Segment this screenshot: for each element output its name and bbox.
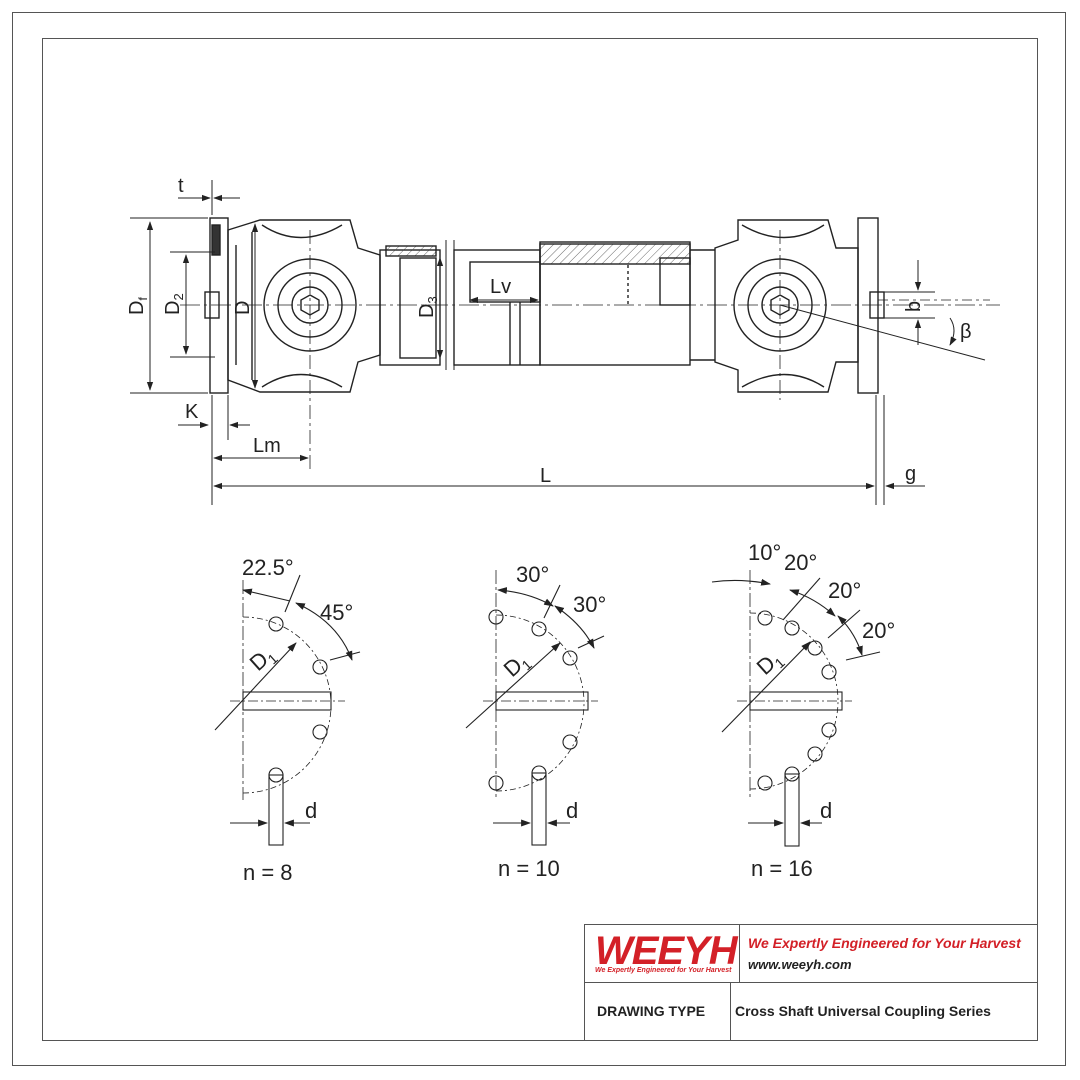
dim-lv: Lv xyxy=(490,276,511,298)
title-block: WEEYH We Expertly Engineered for Your Ha… xyxy=(584,924,1038,1041)
dim-t: t xyxy=(178,175,184,197)
dim-d-n10: d xyxy=(566,798,578,823)
drawing-border xyxy=(42,38,1038,1041)
outer-frame xyxy=(12,12,1066,1066)
angle-20-a: 20° xyxy=(784,550,817,575)
dim-d1-n10: D1 xyxy=(499,647,535,684)
angle-10: 10° xyxy=(748,540,781,565)
dim-d-n8: d xyxy=(305,798,317,823)
dim-d2: D2 xyxy=(162,293,186,315)
coupling-side-view xyxy=(180,217,1000,470)
dim-lm: Lm xyxy=(253,435,281,457)
dim-d-n16: d xyxy=(820,798,832,823)
dim-beta: β xyxy=(960,321,972,343)
flange-pattern-n8 xyxy=(214,574,361,846)
count-n10: n = 10 xyxy=(498,856,560,881)
count-n8: n = 8 xyxy=(243,860,293,885)
flange-pattern-n10 xyxy=(465,570,605,846)
dim-d1-n16: D1 xyxy=(752,645,788,682)
dim-g: g xyxy=(905,463,916,485)
company-website: www.weeyh.com xyxy=(748,957,852,972)
slogan-cell: We Expertly Engineered for Your Harvest … xyxy=(740,925,1038,983)
dim-d: D xyxy=(232,301,254,315)
flange-labels-n8: 22.5° 45° D1 d n = 8 xyxy=(242,555,353,885)
dim-b: b xyxy=(903,301,925,312)
angle-30-a: 30° xyxy=(516,562,549,587)
dim-k: K xyxy=(185,401,199,423)
brand-logo: WEEYH We Expertly Engineered for Your Ha… xyxy=(585,925,740,983)
flange-pattern-n16 xyxy=(711,570,881,847)
angle-20-b: 20° xyxy=(828,578,861,603)
dim-df: Df xyxy=(126,297,150,315)
dim-d3: D3 xyxy=(416,296,440,318)
drawing-type-label: DRAWING TYPE xyxy=(597,1003,706,1019)
company-slogan: We Expertly Engineered for Your Harvest xyxy=(748,935,1021,951)
main-dimension-labels: t Df D2 D D3 Lv b β K Lm L g xyxy=(126,175,972,487)
angle-22-5: 22.5° xyxy=(242,555,294,580)
angle-30-b: 30° xyxy=(573,592,606,617)
logo-wordmark: WEEYH xyxy=(595,929,738,973)
angle-20-c: 20° xyxy=(862,618,895,643)
main-dimension-lines xyxy=(130,180,986,505)
logo-tagline: We Expertly Engineered for Your Harvest xyxy=(595,967,732,974)
count-n16: n = 16 xyxy=(751,856,813,881)
dim-l: L xyxy=(540,465,551,487)
flange-labels-n10: 30° 30° D1 d n = 10 xyxy=(498,562,606,881)
drawing-type-label-cell: DRAWING TYPE xyxy=(585,983,731,1041)
drawing-type-value-cell: Cross Shaft Universal Coupling Series xyxy=(731,983,1038,1041)
angle-45: 45° xyxy=(320,600,353,625)
dim-d1-n8: D1 xyxy=(245,641,281,678)
drawing-type-value: Cross Shaft Universal Coupling Series xyxy=(735,1003,991,1019)
